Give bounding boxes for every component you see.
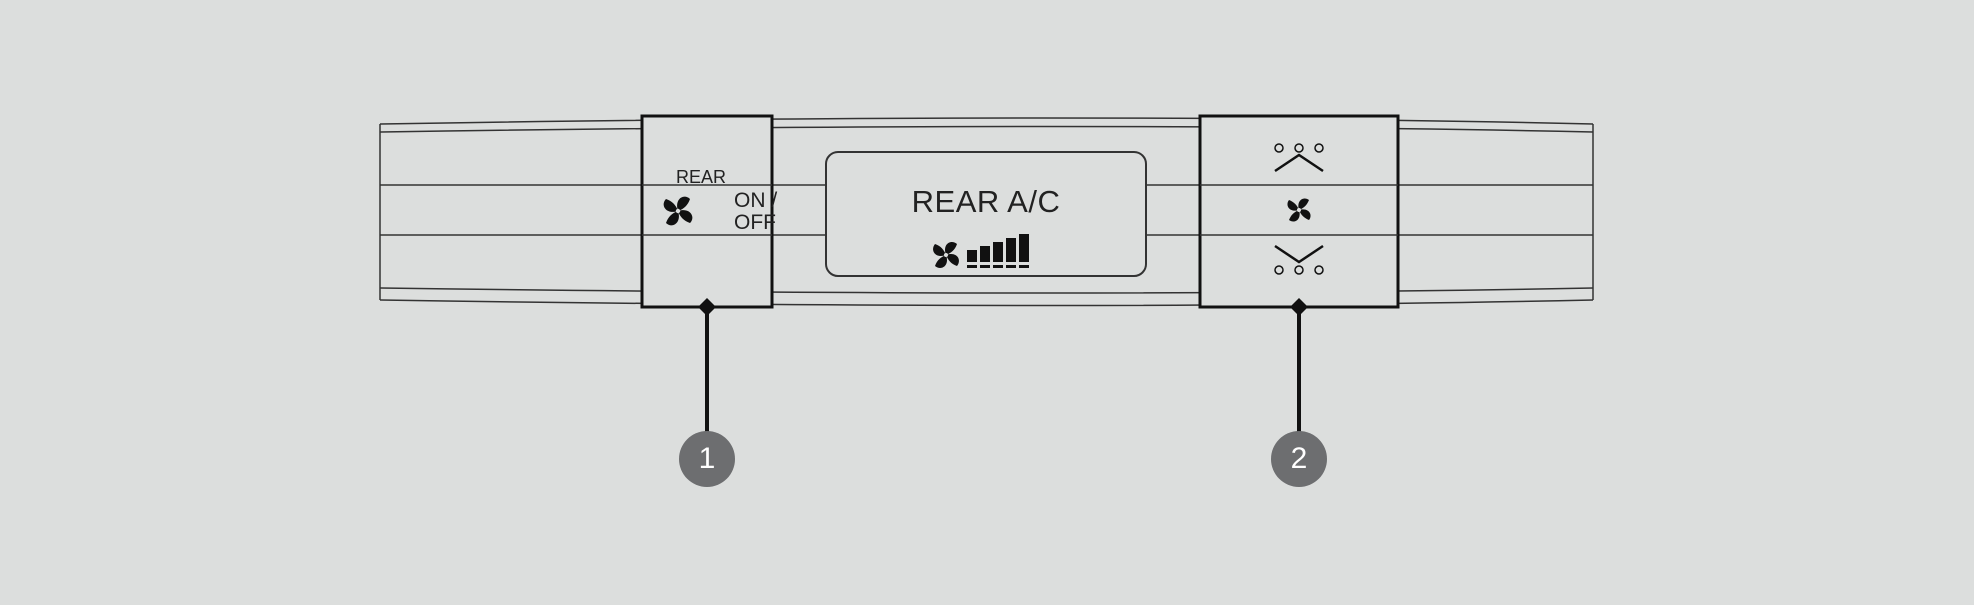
fan-icon [663,196,693,226]
callout-leader-2 [1290,298,1308,436]
fan-level-bar [993,242,1003,262]
fan-speed-up-button[interactable] [1200,116,1398,185]
rear-label: REAR [676,167,727,187]
display-title: REAR A/C [911,184,1061,219]
fan-icon [1287,198,1311,222]
fan-speed-indicator-button[interactable] [1200,185,1398,235]
callout-1: 1 [679,431,735,487]
fan-icon [933,242,959,268]
fan-level-underline [1006,265,1016,268]
chevron-up-icon [1274,153,1324,173]
on-label: ON / [734,189,778,212]
fan-level-underline [993,265,1003,268]
fan-speed-down-dots [1274,265,1324,275]
fan-level-underline [980,265,990,268]
rear-power-button-frame [640,114,774,309]
fan-speed-down-button[interactable] [1200,235,1398,307]
fan-level-bar [1006,238,1016,262]
fan-speed-up-dots [1274,143,1324,153]
fan-level-underline [967,265,977,268]
off-label: OFF [734,211,776,234]
fan-level-bar [1019,234,1029,262]
fan-level-bar [967,250,977,262]
chevron-down-icon [1274,244,1324,264]
on-off-label: ON / OFF [734,190,777,234]
callout-2: 2 [1271,431,1327,487]
callout-leader-1 [698,298,716,436]
fan-level-bar [980,246,990,262]
display-frame [825,151,1147,277]
fan-level-bars [967,234,1029,268]
fan-level-underline [1019,265,1029,268]
